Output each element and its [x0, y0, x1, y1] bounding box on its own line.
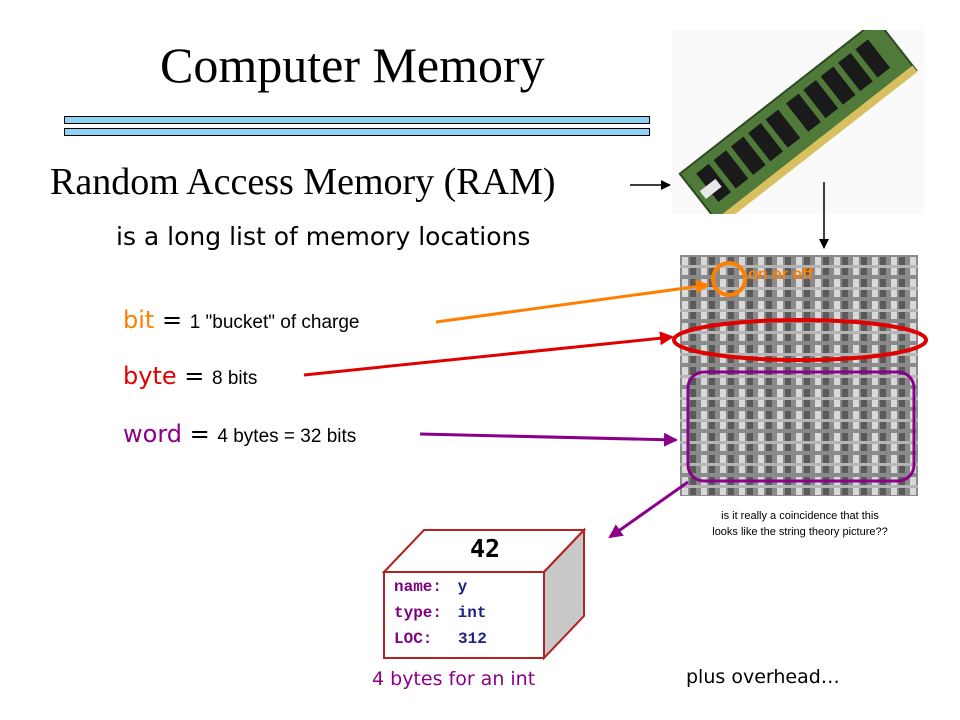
micrograph-caption: is it really a coincidence that this loo… [680, 508, 920, 540]
arrow-word [419, 432, 678, 447]
bit-highlight-circle [711, 261, 747, 297]
definition-desc: 1 "bucket" of charge [189, 312, 360, 333]
row-value: 312 [458, 630, 487, 648]
slide-title: Computer Memory [160, 37, 545, 93]
ram-module-image [672, 18, 924, 226]
row-value: int [457, 604, 487, 622]
memory-box-front: name: y type: int LOC: 312 [384, 572, 544, 658]
ram-subtitle: is a long list of memory locations [116, 222, 531, 251]
definition-equals: = [176, 362, 212, 390]
memory-box-row-loc: LOC: 312 [394, 630, 487, 648]
definition-bit: bit = 1 "bucket" of charge [123, 306, 360, 334]
definition-desc: 4 bytes = 32 bits [217, 426, 357, 447]
row-key: name: [394, 578, 443, 596]
memory-micrograph-image [680, 255, 918, 496]
memory-box-row-name: name: y [394, 578, 467, 596]
ram-heading: Random Access Memory (RAM) [50, 161, 556, 203]
title-underline-top [64, 116, 650, 124]
arrow-word-to-box [608, 480, 689, 539]
word-highlight-rect [686, 370, 916, 483]
definition-desc: 8 bits [212, 368, 258, 389]
arrow-bit [435, 279, 710, 324]
byte-highlight-ellipse [672, 318, 928, 362]
definition-term: bit [123, 306, 155, 334]
definition-equals: = [154, 306, 190, 334]
on-or-off-label: on or off [748, 266, 813, 283]
definition-byte: byte = 8 bits [123, 362, 257, 390]
bytes-for-int-note: 4 bytes for an int [372, 668, 536, 690]
row-key: type: [394, 604, 443, 622]
memory-box-front-outline [383, 571, 545, 659]
caption-line: looks like the string theory picture?? [712, 526, 888, 538]
memory-box-value: 42 [470, 534, 501, 563]
arrow-byte [303, 331, 674, 377]
definition-term: byte [123, 362, 177, 390]
definition-term: word [123, 420, 182, 448]
definition-word: word = 4 bytes = 32 bits [123, 420, 356, 448]
row-key: LOC: [394, 630, 433, 648]
overhead-note: plus overhead… [686, 666, 840, 688]
caption-line: is it really a coincidence that this [721, 510, 879, 522]
definition-equals: = [182, 420, 218, 448]
title-underline-bottom [64, 128, 650, 136]
row-value: y [457, 578, 468, 596]
memory-box-row-type: type: int [394, 604, 486, 622]
